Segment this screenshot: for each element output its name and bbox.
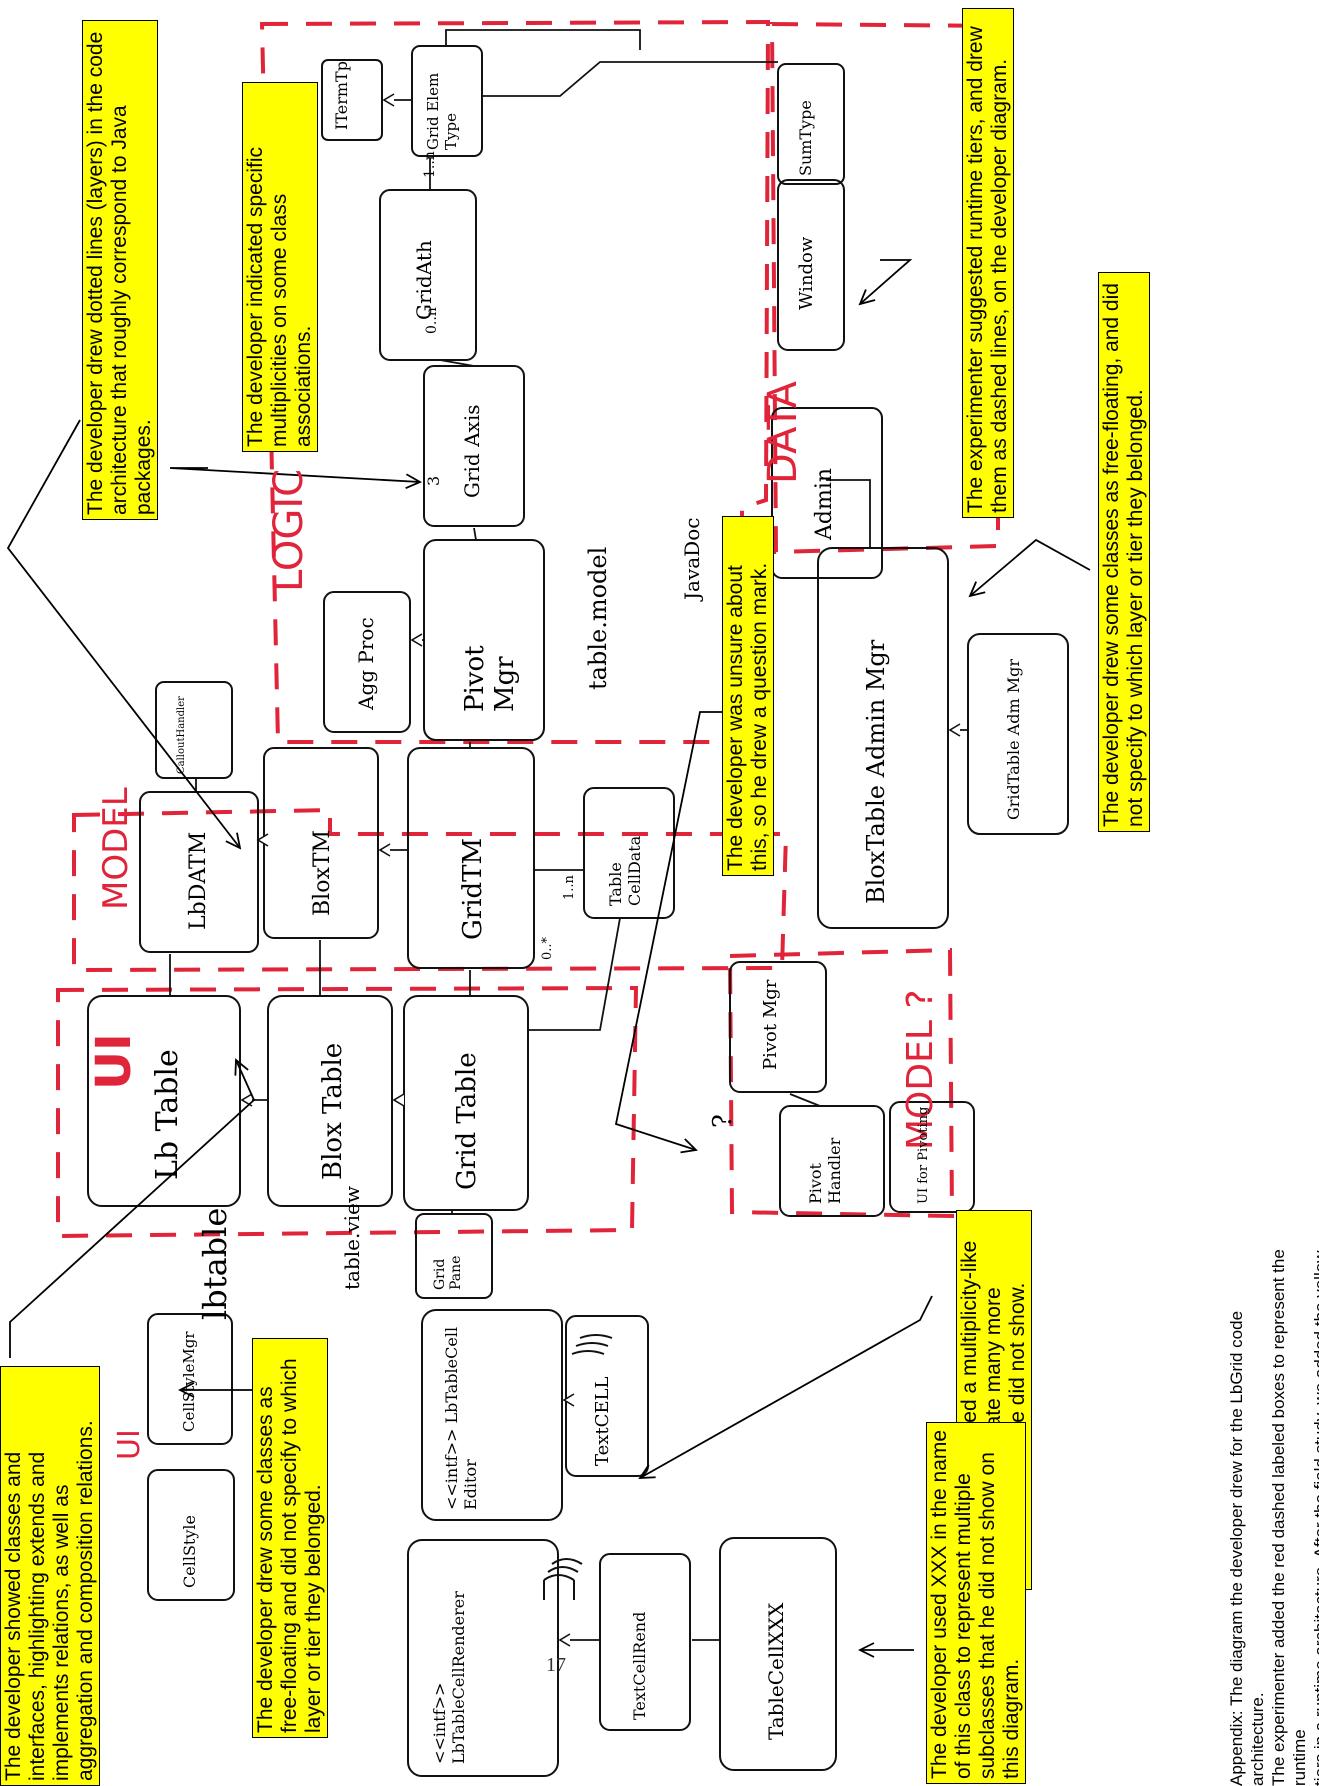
mult-1n: 1..n — [422, 151, 438, 178]
class-iter-type: ITermTp — [332, 61, 351, 130]
question-mark: ? — [708, 1114, 738, 1128]
class-pivot-mgr: Pivot Mgr — [460, 582, 520, 712]
class-table-cell-xxx: TableCellXXX — [764, 1603, 788, 1740]
annotation-lbtable: lbtable — [196, 1208, 234, 1320]
class-table-cell: Table CellData — [606, 806, 644, 906]
annotation-table-view: table.view — [340, 1186, 364, 1290]
label-ui-small: UI — [112, 1429, 147, 1460]
callout-dotted-lines: The developer drew dotted lines (layers)… — [82, 20, 158, 520]
class-cell-style-mgr: CellStyleMgr — [180, 1331, 198, 1432]
class-blox-tm: BloxTM — [310, 830, 335, 916]
callout-multiplicities: The developer indicated specific multipl… — [242, 82, 318, 452]
class-lb-cell-editor: <<intf>> LbTableCell Editor — [442, 1320, 480, 1510]
rel-elem-sumtype — [482, 62, 778, 96]
caption: Appendix: The diagram the developer drew… — [1226, 1226, 1319, 1786]
label-model: MODEL — [96, 787, 136, 910]
label-ui: UI — [86, 1033, 142, 1090]
annotation-table-model: table.model — [584, 547, 612, 690]
class-blox-admin-mgr: BloxTable Admin Mgr — [862, 640, 890, 904]
callout-free-floating-left: The developer drew some classes as free-… — [252, 1338, 328, 1738]
mult-3: 3 — [424, 476, 443, 486]
class-grid-elem-type: Grid Elem Type — [424, 50, 460, 150]
rel-gridtable-tablecell — [528, 918, 620, 1030]
caption-line-1: Appendix: The diagram the developer drew… — [1226, 1226, 1268, 1786]
class-blox-table: Blox Table — [318, 1043, 348, 1180]
caption-line-2: The experimenter added the red dashed la… — [1268, 1226, 1310, 1786]
arrow-runtime-tiers — [860, 260, 910, 304]
class-callback: CalloutHandler — [176, 694, 187, 774]
class-text-cell: TextCELL — [592, 1377, 613, 1466]
page-number: 17 — [546, 1654, 566, 1677]
mult-many: 0..* — [540, 937, 555, 960]
class-boxes — [88, 46, 1068, 1776]
callout-free-floating-right: The developer drew some classes as free-… — [1098, 272, 1150, 832]
mult-0n: 0..n — [424, 307, 440, 334]
annotation-javadoc: JavaDoc — [680, 518, 704, 600]
class-lb-cell-renderer: <<intf>> LbTableCellRenderer — [430, 1544, 468, 1764]
class-grid-table: Grid Table — [452, 1052, 482, 1190]
arrow-free-floating-right — [970, 540, 1090, 596]
callout-runtime-tiers: The experimenter suggested runtime tiers… — [962, 8, 1014, 518]
caption-line-3: tiers in a runtime architecture. After t… — [1310, 1226, 1319, 1786]
label-logic: LOGIC — [266, 469, 312, 592]
arrow-multiplicity-symbol — [640, 1296, 932, 1478]
class-agg-proc: Agg Proc — [354, 617, 378, 710]
class-admin: Admin — [812, 468, 837, 540]
class-ui-pivoting: UI for Pivoting — [916, 1104, 931, 1204]
class-text-cell-rend: TextCellRend — [630, 1612, 649, 1720]
class-sum-type: SumType — [796, 100, 815, 176]
class-grid-tm: GridTM — [458, 838, 488, 940]
class-grid-axis: Grid Axis — [460, 405, 484, 498]
callback-box — [156, 682, 232, 778]
stacked-subclass-marks — [572, 1335, 612, 1354]
class-window: Window — [796, 237, 817, 310]
iter-type-box — [322, 60, 382, 140]
class-pivot-handler: Pivot Handler — [806, 1104, 844, 1204]
class-cell-style: CellStyle — [180, 1515, 199, 1588]
class-grid-admin-mgr: GridTable Adm Mgr — [1004, 659, 1023, 820]
callout-extends-implements: The developer showed classes and interfa… — [0, 1366, 100, 1786]
label-data: DATA — [760, 381, 806, 484]
stacked-renderer-marks — [544, 1559, 582, 1600]
class-pivot-mgr-2: Pivot Mgr — [760, 960, 781, 1070]
class-grid-pane: Grid Pane — [432, 1220, 464, 1290]
class-lb-table: Lb Table — [150, 1049, 185, 1180]
model-tier-box — [74, 810, 786, 970]
callout-xxx-name: The developer used XXX in the name of th… — [926, 1422, 1026, 1784]
class-lb-datm: LbDATM — [186, 832, 211, 930]
mult-table-cell: 1..n — [562, 875, 577, 900]
rel-pivot-axis — [474, 528, 476, 540]
callout-unsure: The developer was unsure about this, so … — [722, 516, 774, 876]
